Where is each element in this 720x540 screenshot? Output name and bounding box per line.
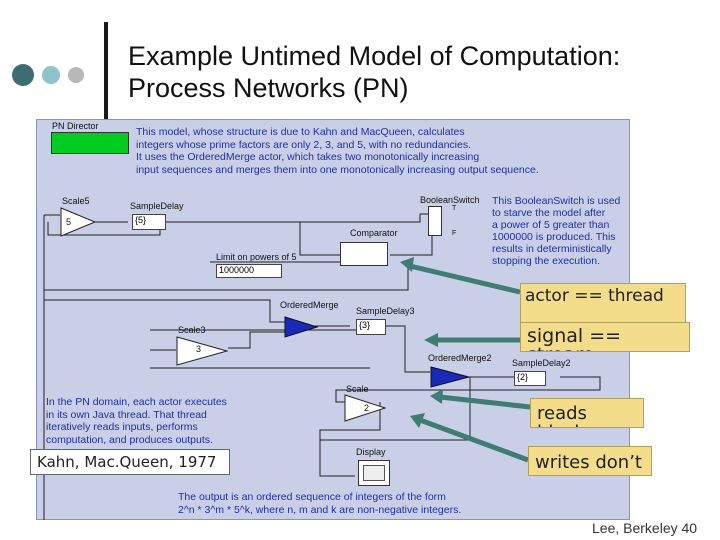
note-line: This BooleanSwitch is used (492, 195, 621, 207)
note-line: to starve the model after (492, 207, 606, 219)
note-line: integers whose prime factors are only 2,… (136, 138, 472, 151)
slide-title: Example Untimed Model of Computation: Pr… (128, 40, 620, 104)
scale-actor[interactable] (344, 394, 386, 422)
model-description: This model, whose structure is due to Ka… (136, 126, 556, 176)
sample-delay-label: SampleDelay (130, 201, 184, 211)
callout-actor-thread: actor == thread (520, 283, 686, 325)
slide-footer: Lee, Berkeley 40 (592, 520, 698, 536)
kahn-citation: Kahn, Mac.Queen, 1977 (30, 449, 230, 475)
title-line-1: Example Untimed Model of Computation: (128, 41, 621, 71)
comparator-label: Comparator (350, 228, 398, 238)
sample-delay2-label: SampleDelay2 (512, 358, 571, 368)
port-true-label: T (452, 205, 457, 212)
pn-domain-note: In the PN domain, each actor executes in… (46, 396, 286, 446)
director-label: PN Director (52, 121, 99, 131)
bullet-dot-teal (42, 66, 60, 84)
output-note: The output is an ordered sequence of int… (178, 491, 538, 516)
note-line: in its own Java thread. That thread (46, 408, 207, 421)
display-label: Display (356, 447, 386, 457)
note-line: input sequences and merges them into one… (136, 163, 539, 176)
port-false-label: F (452, 230, 457, 237)
ordered-merge-actor[interactable] (284, 315, 318, 339)
limit-value[interactable]: 1000000 (216, 264, 282, 278)
note-line: 2^n * 3^m * 5^k, where n, m and k are no… (178, 503, 462, 516)
sample-delay-actor[interactable]: {5} (132, 214, 166, 230)
scale5-actor[interactable] (60, 207, 96, 237)
note-line: results in deterministically (492, 243, 612, 255)
scale-label: Scale (346, 384, 369, 394)
switch-note: This BooleanSwitch is used to starve the… (492, 195, 624, 267)
note-line: The output is an ordered sequence of int… (178, 491, 446, 503)
sample-delay3-label: SampleDelay3 (356, 306, 415, 316)
note-line: a power of 5 greater than (492, 219, 610, 231)
boolean-switch-actor[interactable] (428, 206, 442, 236)
note-line: It uses the OrderedMerge actor, which ta… (136, 151, 480, 163)
note-line: In the PN domain, each actor executes (46, 396, 227, 408)
callout-writes-dont: writes don’t (528, 446, 652, 476)
note-line: iteratively reads inputs, performs (46, 421, 198, 433)
limit-label: Limit on powers of 5 (216, 252, 297, 262)
bullet-dot-grey (68, 67, 84, 83)
scale3-actor[interactable] (176, 336, 228, 366)
scale-value: 2 (364, 403, 370, 413)
note-line: computation, and produces outputs. (46, 433, 213, 446)
scale3-value: 3 (196, 344, 202, 354)
boolean-switch-label: BooleanSwitch (420, 195, 480, 205)
sample-delay3-actor[interactable]: {3} (356, 319, 386, 335)
bullet-dot-dark (12, 64, 34, 86)
callout-reads-block: reads block (530, 398, 644, 428)
pn-director[interactable] (51, 132, 129, 154)
ordered-merge2-label: OrderedMerge2 (428, 353, 492, 363)
scale5-value: 5 (66, 217, 72, 227)
note-line: This model, whose structure is due to Ka… (136, 126, 465, 138)
scale5-label: Scale5 (62, 196, 90, 206)
ordered-merge-label: OrderedMerge (280, 300, 339, 310)
ordered-merge2-actor[interactable] (430, 365, 470, 389)
note-line: 1000000 is produced. This (492, 231, 616, 243)
sample-delay2-actor[interactable]: {2} (514, 371, 546, 386)
display-screen-icon (363, 465, 385, 481)
note-line: stopping the execution. (492, 255, 600, 267)
callout-signal-stream: signal == stream (520, 322, 690, 352)
title-divider (104, 22, 108, 120)
comparator-actor[interactable] (340, 242, 388, 266)
title-line-2: Process Networks (PN) (128, 73, 409, 103)
display-actor[interactable] (358, 460, 390, 486)
scale3-label: Scale3 (178, 325, 206, 335)
